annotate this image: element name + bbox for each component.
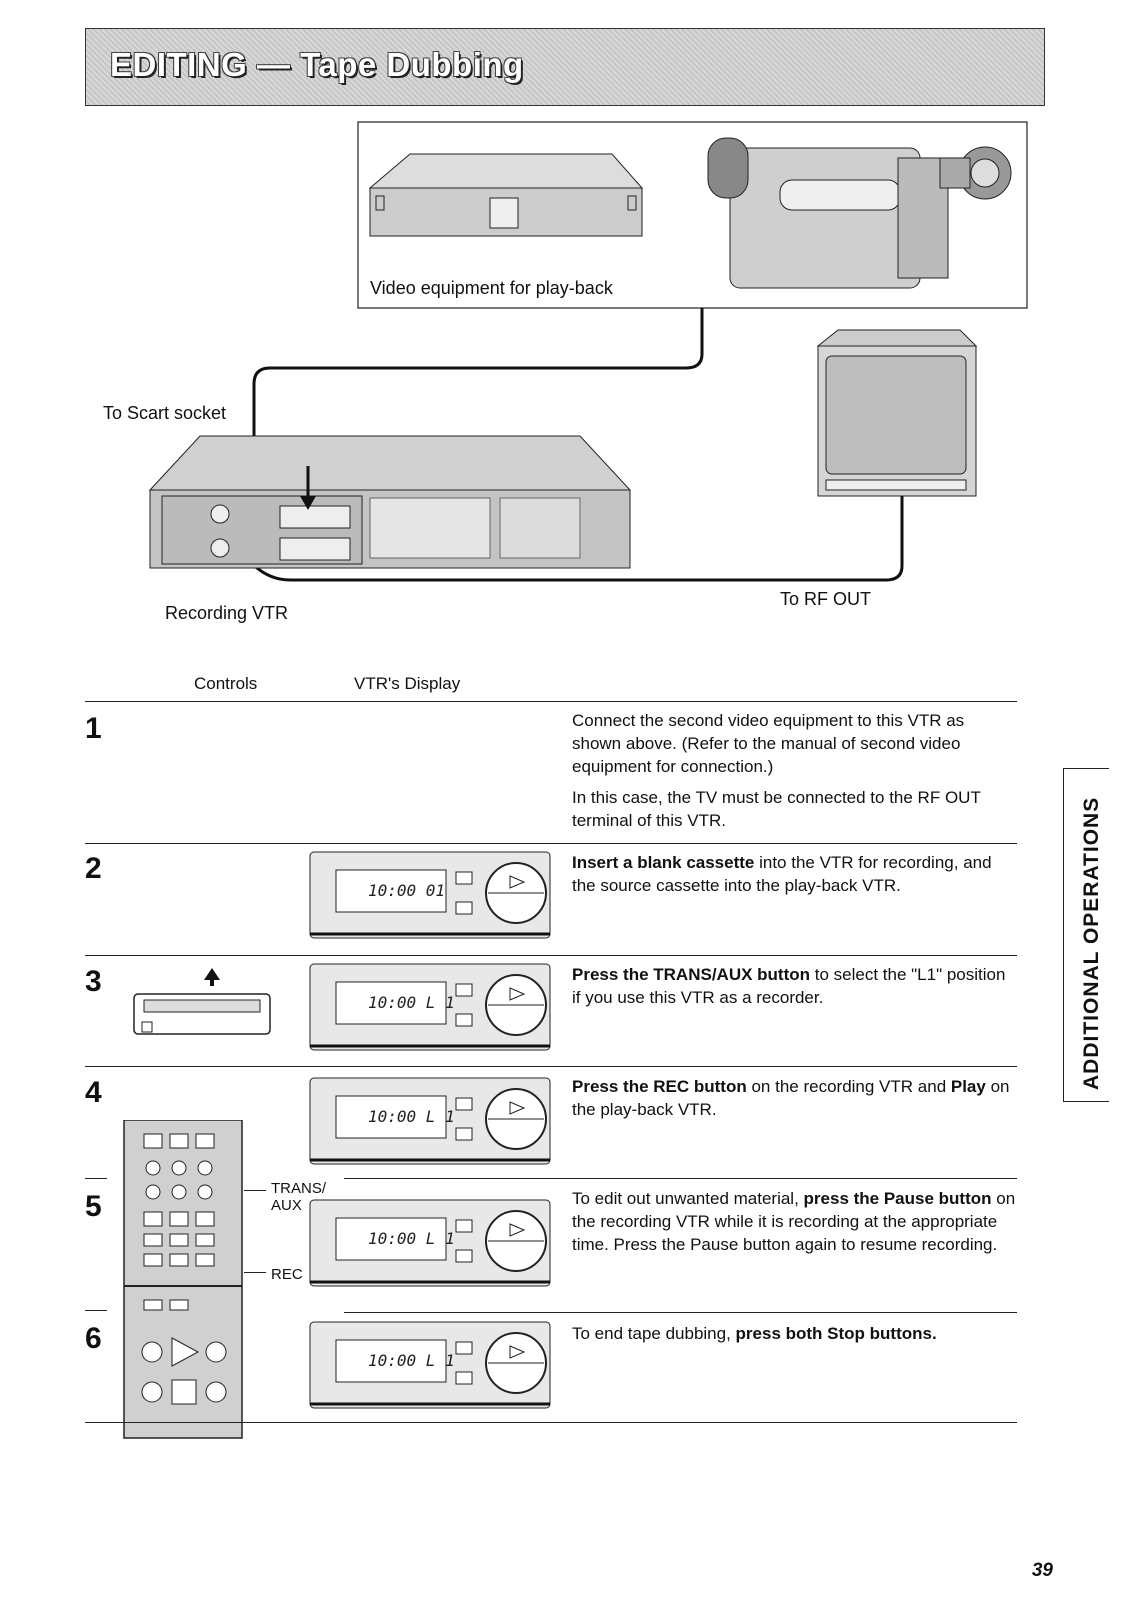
arrow-up-icon [204, 968, 220, 980]
divider [344, 1312, 1017, 1313]
display-readout: 10:00 L 1 [368, 1351, 455, 1370]
step-4-text: Press the REC button on the recording VT… [572, 1077, 1010, 1119]
display-readout: 10:00 L 1 [368, 993, 455, 1012]
trans-aux-callout: TRANS/ AUX [271, 1180, 326, 1214]
remote-control-illustration [123, 1120, 243, 1439]
display-readout: 10:00 L 1 [368, 1229, 455, 1248]
divider [85, 955, 1017, 956]
display-readout: 10:00 01 [368, 881, 445, 900]
vtr-display-step-4: 10:00 L 1 [309, 1077, 551, 1165]
step-number: 4 [85, 1076, 102, 1109]
page-number: 39 [1031, 1560, 1053, 1581]
recording-vtr-illustration [148, 435, 632, 569]
recording-vtr-label: Recording VTR [165, 603, 289, 623]
tv-illustration [816, 329, 978, 497]
divider [85, 701, 1017, 702]
divider [85, 1066, 1017, 1067]
display-column-header: VTR's Display [354, 674, 461, 693]
trans-aux-label-line-2: AUX [271, 1197, 302, 1214]
display-readout: 10:00 L 1 [368, 1107, 455, 1126]
step-2-text: Insert a blank cassette into the VTR for… [572, 853, 992, 895]
divider [85, 1422, 1017, 1423]
title-banner [85, 28, 1045, 106]
step-1-text: Connect the second video equipment to th… [572, 709, 1018, 832]
scart-socket-label: To Scart socket [103, 403, 227, 423]
vtr-display-step-5: 10:00 L 1 [309, 1199, 551, 1287]
step-number: 1 [85, 712, 102, 745]
camcorder-illustration [707, 137, 1012, 289]
vtr-display-step-6: 10:00 L 1 [309, 1321, 551, 1409]
divider [85, 1310, 107, 1311]
connection-diagram [148, 121, 1028, 582]
step-number: 5 [85, 1190, 102, 1223]
step-1-paragraph-2: In this case, the TV must be connected t… [572, 788, 981, 830]
step-6-text: To end tape dubbing, press both Stop but… [572, 1324, 937, 1343]
divider [85, 843, 1017, 844]
playback-vcr-illustration [368, 153, 644, 237]
playback-equipment-frame [357, 121, 1028, 309]
rf-out-label: To RF OUT [780, 589, 872, 609]
page-title: EDITING — Tape Dubbing [110, 46, 524, 83]
step-1-paragraph-1: Connect the second video equipment to th… [572, 711, 965, 776]
controls-column-header: Controls [194, 674, 258, 693]
callout-line [244, 1190, 266, 1191]
step-3-text: Press the TRANS/AUX button to select the… [572, 965, 1006, 1007]
step-5-text: To edit out unwanted material, press the… [572, 1189, 1016, 1254]
vtr-display-step-3: 10:00 L 1 [309, 963, 551, 1051]
step-number: 3 [85, 965, 102, 998]
divider [344, 1178, 1017, 1179]
trans-aux-button-illustration [133, 968, 271, 1035]
step-number: 2 [85, 852, 102, 885]
divider [85, 1178, 107, 1179]
step-number: 6 [85, 1322, 102, 1355]
vtr-display-step-2: 10:00 01 [309, 851, 551, 939]
playback-equipment-label: Video equipment for play-back [370, 278, 613, 298]
section-side-label: ADDITIONAL OPERATIONS [1080, 796, 1103, 1090]
section-side-tab [1063, 768, 1109, 1102]
trans-aux-label-line-1: TRANS/ [271, 1180, 327, 1197]
callout-line [244, 1272, 266, 1273]
rec-callout: REC [271, 1266, 303, 1283]
